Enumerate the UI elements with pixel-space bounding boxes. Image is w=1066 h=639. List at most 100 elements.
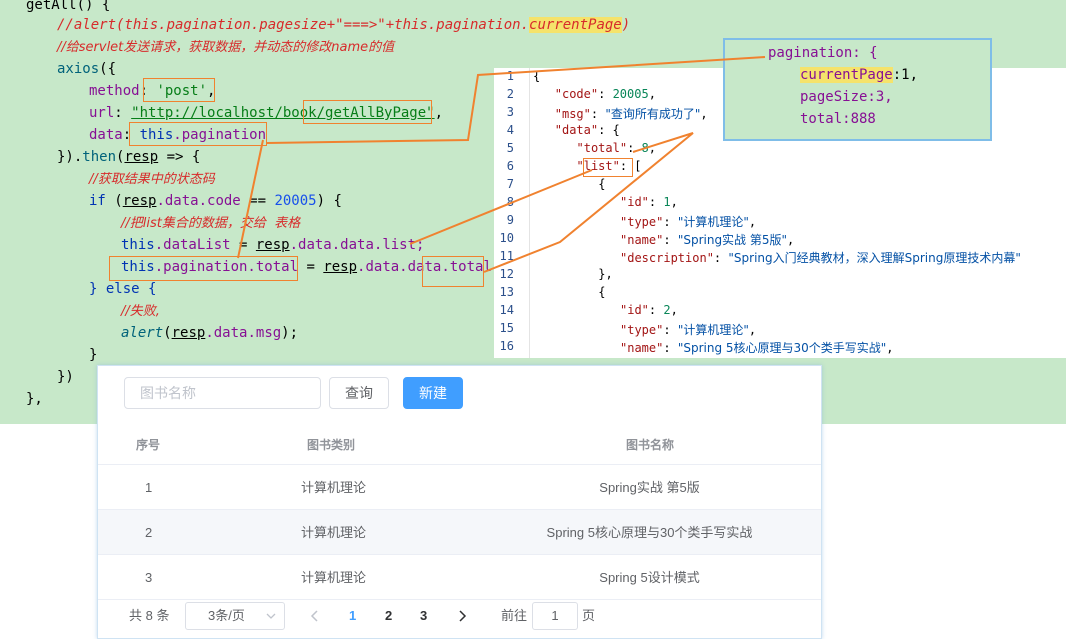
resp-data-data: .data.data <box>289 237 374 253</box>
json-key: "type" <box>620 323 664 337</box>
total-text: total:888 <box>800 111 876 127</box>
fn-header: getAll() { <box>26 0 111 13</box>
url-value-a: "http://localhost/book <box>131 105 317 121</box>
code-line-if: if (resp.data.code == 20005) { <box>89 193 342 209</box>
this-keyword: this <box>121 237 155 253</box>
page-3-button[interactable]: 3 <box>420 608 428 623</box>
pagination-total: total:888 <box>800 111 876 127</box>
json-line: "id": 1, <box>620 195 678 209</box>
page-2-button[interactable]: 2 <box>385 608 393 623</box>
paren-brace: ({ <box>99 61 117 77</box>
json-value: "计算机理论" <box>677 323 749 337</box>
book-name-search-input[interactable]: 图书名称 <box>124 377 321 409</box>
header-index: 序号 <box>136 438 161 452</box>
cell-index: 1 <box>145 480 153 495</box>
code-line-comment-send: //给servlet发送请求，获取数据，并动态的修改name的值 <box>57 36 394 58</box>
json-line: "type": "计算机理论", <box>620 323 757 337</box>
json-line: "description": "Spring入门经典教材，深入理解Spring原… <box>620 251 1021 265</box>
resp-ref: resp <box>323 259 358 275</box>
json-key: "type" <box>620 215 664 229</box>
json-key: "code" <box>554 87 599 101</box>
json-value: "查询所有成功了" <box>605 107 701 121</box>
alert-arg: .data.msg <box>205 325 282 341</box>
cell-category: 计算机理论 <box>301 525 367 540</box>
cell-index: 3 <box>145 570 153 585</box>
code-line-comment-status: //获取结果中的状态码 <box>89 168 215 190</box>
json-line-number: 15 <box>499 321 514 335</box>
close-comma: }, <box>26 391 43 407</box>
goto-label: 前往 <box>501 608 528 623</box>
prev-page-icon[interactable] <box>310 610 320 622</box>
new-button[interactable]: 新建 <box>403 377 463 409</box>
resp-ref: resp <box>171 325 206 341</box>
code-number: 20005 <box>274 193 317 209</box>
json-line-number: 4 <box>506 123 514 137</box>
page-size-select[interactable]: 3条/页 <box>185 602 285 630</box>
table-row[interactable]: 2 计算机理论 Spring 5核心原理与30个类手写实战 <box>98 510 821 555</box>
cell-category: 计算机理论 <box>301 480 367 495</box>
pagination-head-text: pagination: { <box>768 45 878 61</box>
alert-fn: alert <box>121 325 164 341</box>
query-button[interactable]: 查询 <box>329 377 389 409</box>
pagination-head: pagination: { <box>768 45 878 61</box>
json-key: "msg" <box>554 107 591 121</box>
pagination-total-lhs: .pagination.total <box>154 259 299 275</box>
json-line-number: 16 <box>499 339 514 353</box>
resp-ref: resp <box>122 193 157 209</box>
table-row[interactable]: 1 计算机理论 Spring实战 第5版 <box>98 465 821 510</box>
data-key: data <box>89 127 123 143</box>
json-key: "name" <box>620 233 664 247</box>
pagesize-text: pageSize:3, <box>800 89 893 105</box>
code-line-comment-fail: //失败, <box>121 300 160 322</box>
connector-list <box>409 169 593 245</box>
json-line: "type": "计算机理论", <box>620 215 757 229</box>
url-value-b: /getAllByPage" <box>316 105 435 121</box>
header-name: 图书名称 <box>626 438 675 452</box>
header-category: 图书类别 <box>307 438 356 452</box>
list-prop: .list; <box>373 237 425 253</box>
json-line: "list": [ <box>576 159 642 173</box>
json-value: "Spring实战 第5版" <box>677 233 788 247</box>
json-key: "id" <box>620 303 649 317</box>
alert-end: ); <box>281 325 299 341</box>
goto-page-input[interactable]: 1 <box>532 602 578 630</box>
code-line-then: }).then(resp => { <box>57 149 201 165</box>
resp-param: resp <box>124 149 159 165</box>
json-value: "Spring 5核心原理与30个类手写实战" <box>677 341 887 355</box>
json-key: "total" <box>576 141 628 155</box>
arrow: => { <box>158 149 201 165</box>
then-prefix: }). <box>57 149 83 165</box>
json-line: }, <box>598 267 613 281</box>
close-paren: }) <box>57 369 74 385</box>
table-row[interactable]: 3 计算机理论 Spring 5设计模式 <box>98 555 821 600</box>
json-key: "list" <box>576 159 620 173</box>
cell-name: Spring 5核心原理与30个类手写实战 <box>546 525 753 540</box>
currentpage-value: :1, <box>892 67 919 83</box>
code-line-else: } else { <box>89 278 156 300</box>
comment-alert: //alert(this.pagination.pagesize+"===>"+… <box>57 17 530 33</box>
json-line-number: 1 <box>506 69 514 83</box>
resp-ref: resp <box>255 237 290 253</box>
pagination-currentpage: currentPage:1, <box>800 67 918 83</box>
json-value: 20005 <box>612 87 649 101</box>
connector-total-to-data <box>237 139 264 259</box>
comment-alert-highlight: currentPage <box>529 17 622 33</box>
json-line: "name": "Spring 5核心原理与30个类手写实战", <box>620 341 894 355</box>
json-line: "data": { <box>554 123 620 137</box>
chevron-down-icon <box>266 613 276 619</box>
annotation-box-data <box>129 122 267 146</box>
connector-total <box>483 132 694 273</box>
axios-call: axios <box>57 61 100 77</box>
this-keyword: this <box>139 127 174 143</box>
pager-total: 共 8 条 <box>129 608 170 623</box>
code-line-data: data: this.pagination <box>89 127 267 143</box>
annotation-box-pagination-total <box>109 256 298 281</box>
page-1-button[interactable]: 1 <box>349 608 357 623</box>
this-keyword: this <box>121 259 155 275</box>
next-page-icon[interactable] <box>458 610 468 622</box>
json-line: "id": 2, <box>620 303 678 317</box>
currentpage-key: currentPage <box>800 67 893 83</box>
data-code: .data.code <box>156 193 241 209</box>
code-line-total: this.pagination.total = resp.data.data.t… <box>121 256 500 278</box>
